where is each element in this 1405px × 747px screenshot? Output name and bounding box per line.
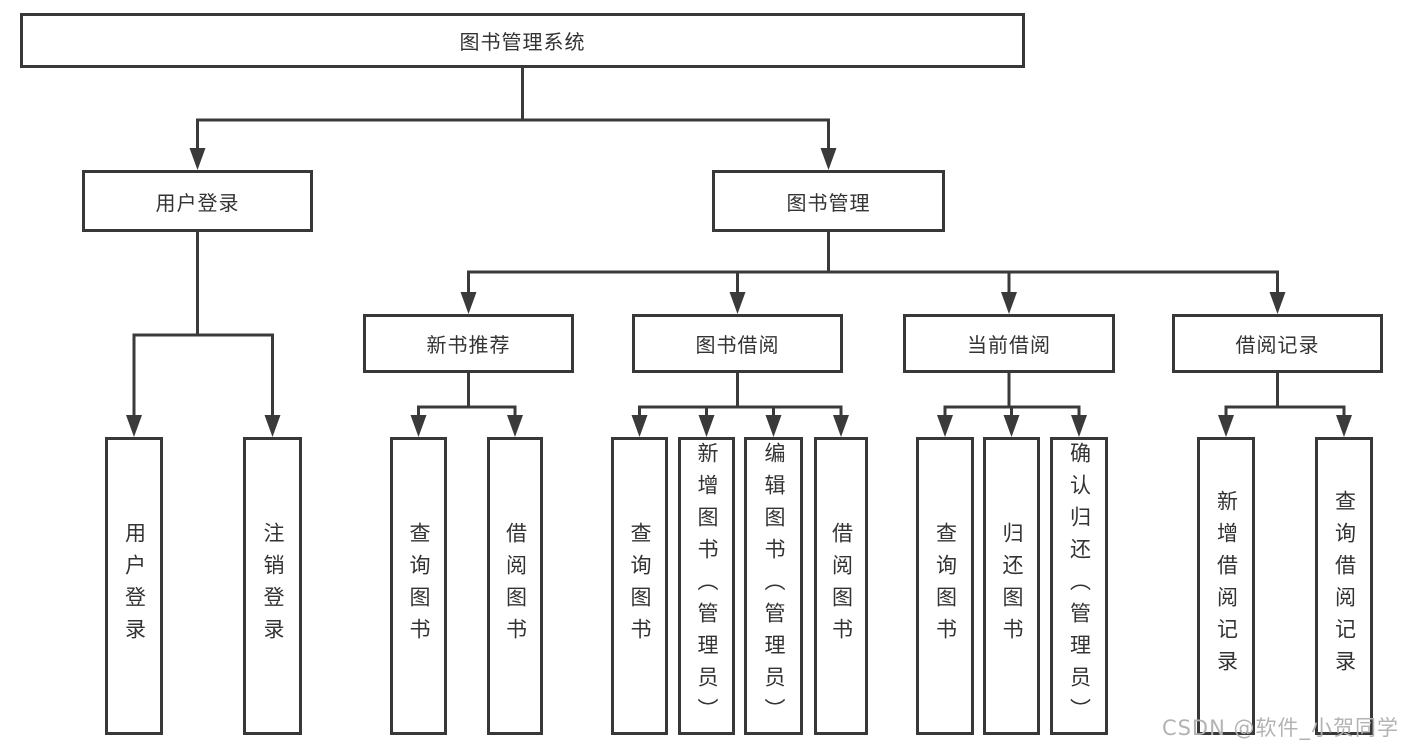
node-label: 编辑图书（管理员） [762, 442, 786, 730]
node-label: 新增图书（管理员） [695, 442, 719, 730]
node-library-management-system: 图书管理系统 [20, 13, 1025, 68]
node-label: 注销登录 [261, 522, 285, 650]
node-book-management: 图书管理 [712, 170, 945, 232]
node-label: 借阅图书 [503, 522, 528, 650]
node-label: 用户登录 [155, 190, 240, 215]
leaf-query-books-borrow: 查询图书 [611, 437, 668, 735]
csdn-watermark: CSDN @软件_小贺同学 [1161, 716, 1399, 740]
node-label: 借阅图书 [829, 522, 854, 650]
node-book-borrowing: 图书借阅 [632, 314, 843, 373]
node-label: 查询图书 [933, 522, 958, 650]
node-label: 查询图书 [628, 522, 652, 650]
node-label: 图书管理系统 [459, 30, 586, 54]
leaf-edit-books-admin: 编辑图书（管理员） [744, 437, 803, 735]
node-current-borrowing: 当前借阅 [903, 314, 1115, 373]
node-label: 查询图书 [407, 522, 431, 650]
node-label: 新增借阅记录 [1214, 490, 1239, 682]
leaf-confirm-return-admin: 确认归还（管理员） [1050, 437, 1108, 735]
node-label: 新书推荐 [426, 333, 511, 357]
leaf-add-books-admin: 新增图书（管理员） [678, 437, 735, 735]
leaf-borrow-books: 借阅图书 [814, 437, 868, 735]
leaf-query-books-current: 查询图书 [916, 437, 974, 735]
node-label: 当前借阅 [967, 333, 1051, 357]
leaf-return-books: 归还图书 [983, 437, 1040, 735]
node-label: 图书管理 [786, 190, 871, 215]
leaf-query-borrow-record: 查询借阅记录 [1315, 437, 1373, 735]
node-label: 查询借阅记录 [1332, 490, 1357, 682]
node-new-book-recommendation: 新书推荐 [363, 314, 574, 373]
leaf-logout: 注销登录 [243, 437, 302, 735]
leaf-user-login: 用户登录 [105, 437, 163, 735]
node-borrowing-records: 借阅记录 [1172, 314, 1383, 373]
node-label: 确认归还（管理员） [1067, 442, 1092, 730]
node-user-login: 用户登录 [82, 170, 313, 232]
leaf-query-books-recommend: 查询图书 [390, 437, 447, 735]
leaf-add-borrow-record: 新增借阅记录 [1197, 437, 1255, 735]
leaf-borrow-books-recommend: 借阅图书 [487, 437, 543, 735]
node-label: 用户登录 [122, 522, 147, 650]
node-label: 图书借阅 [695, 333, 780, 357]
node-label: 借阅记录 [1235, 333, 1320, 357]
node-label: 归还图书 [1000, 522, 1024, 650]
